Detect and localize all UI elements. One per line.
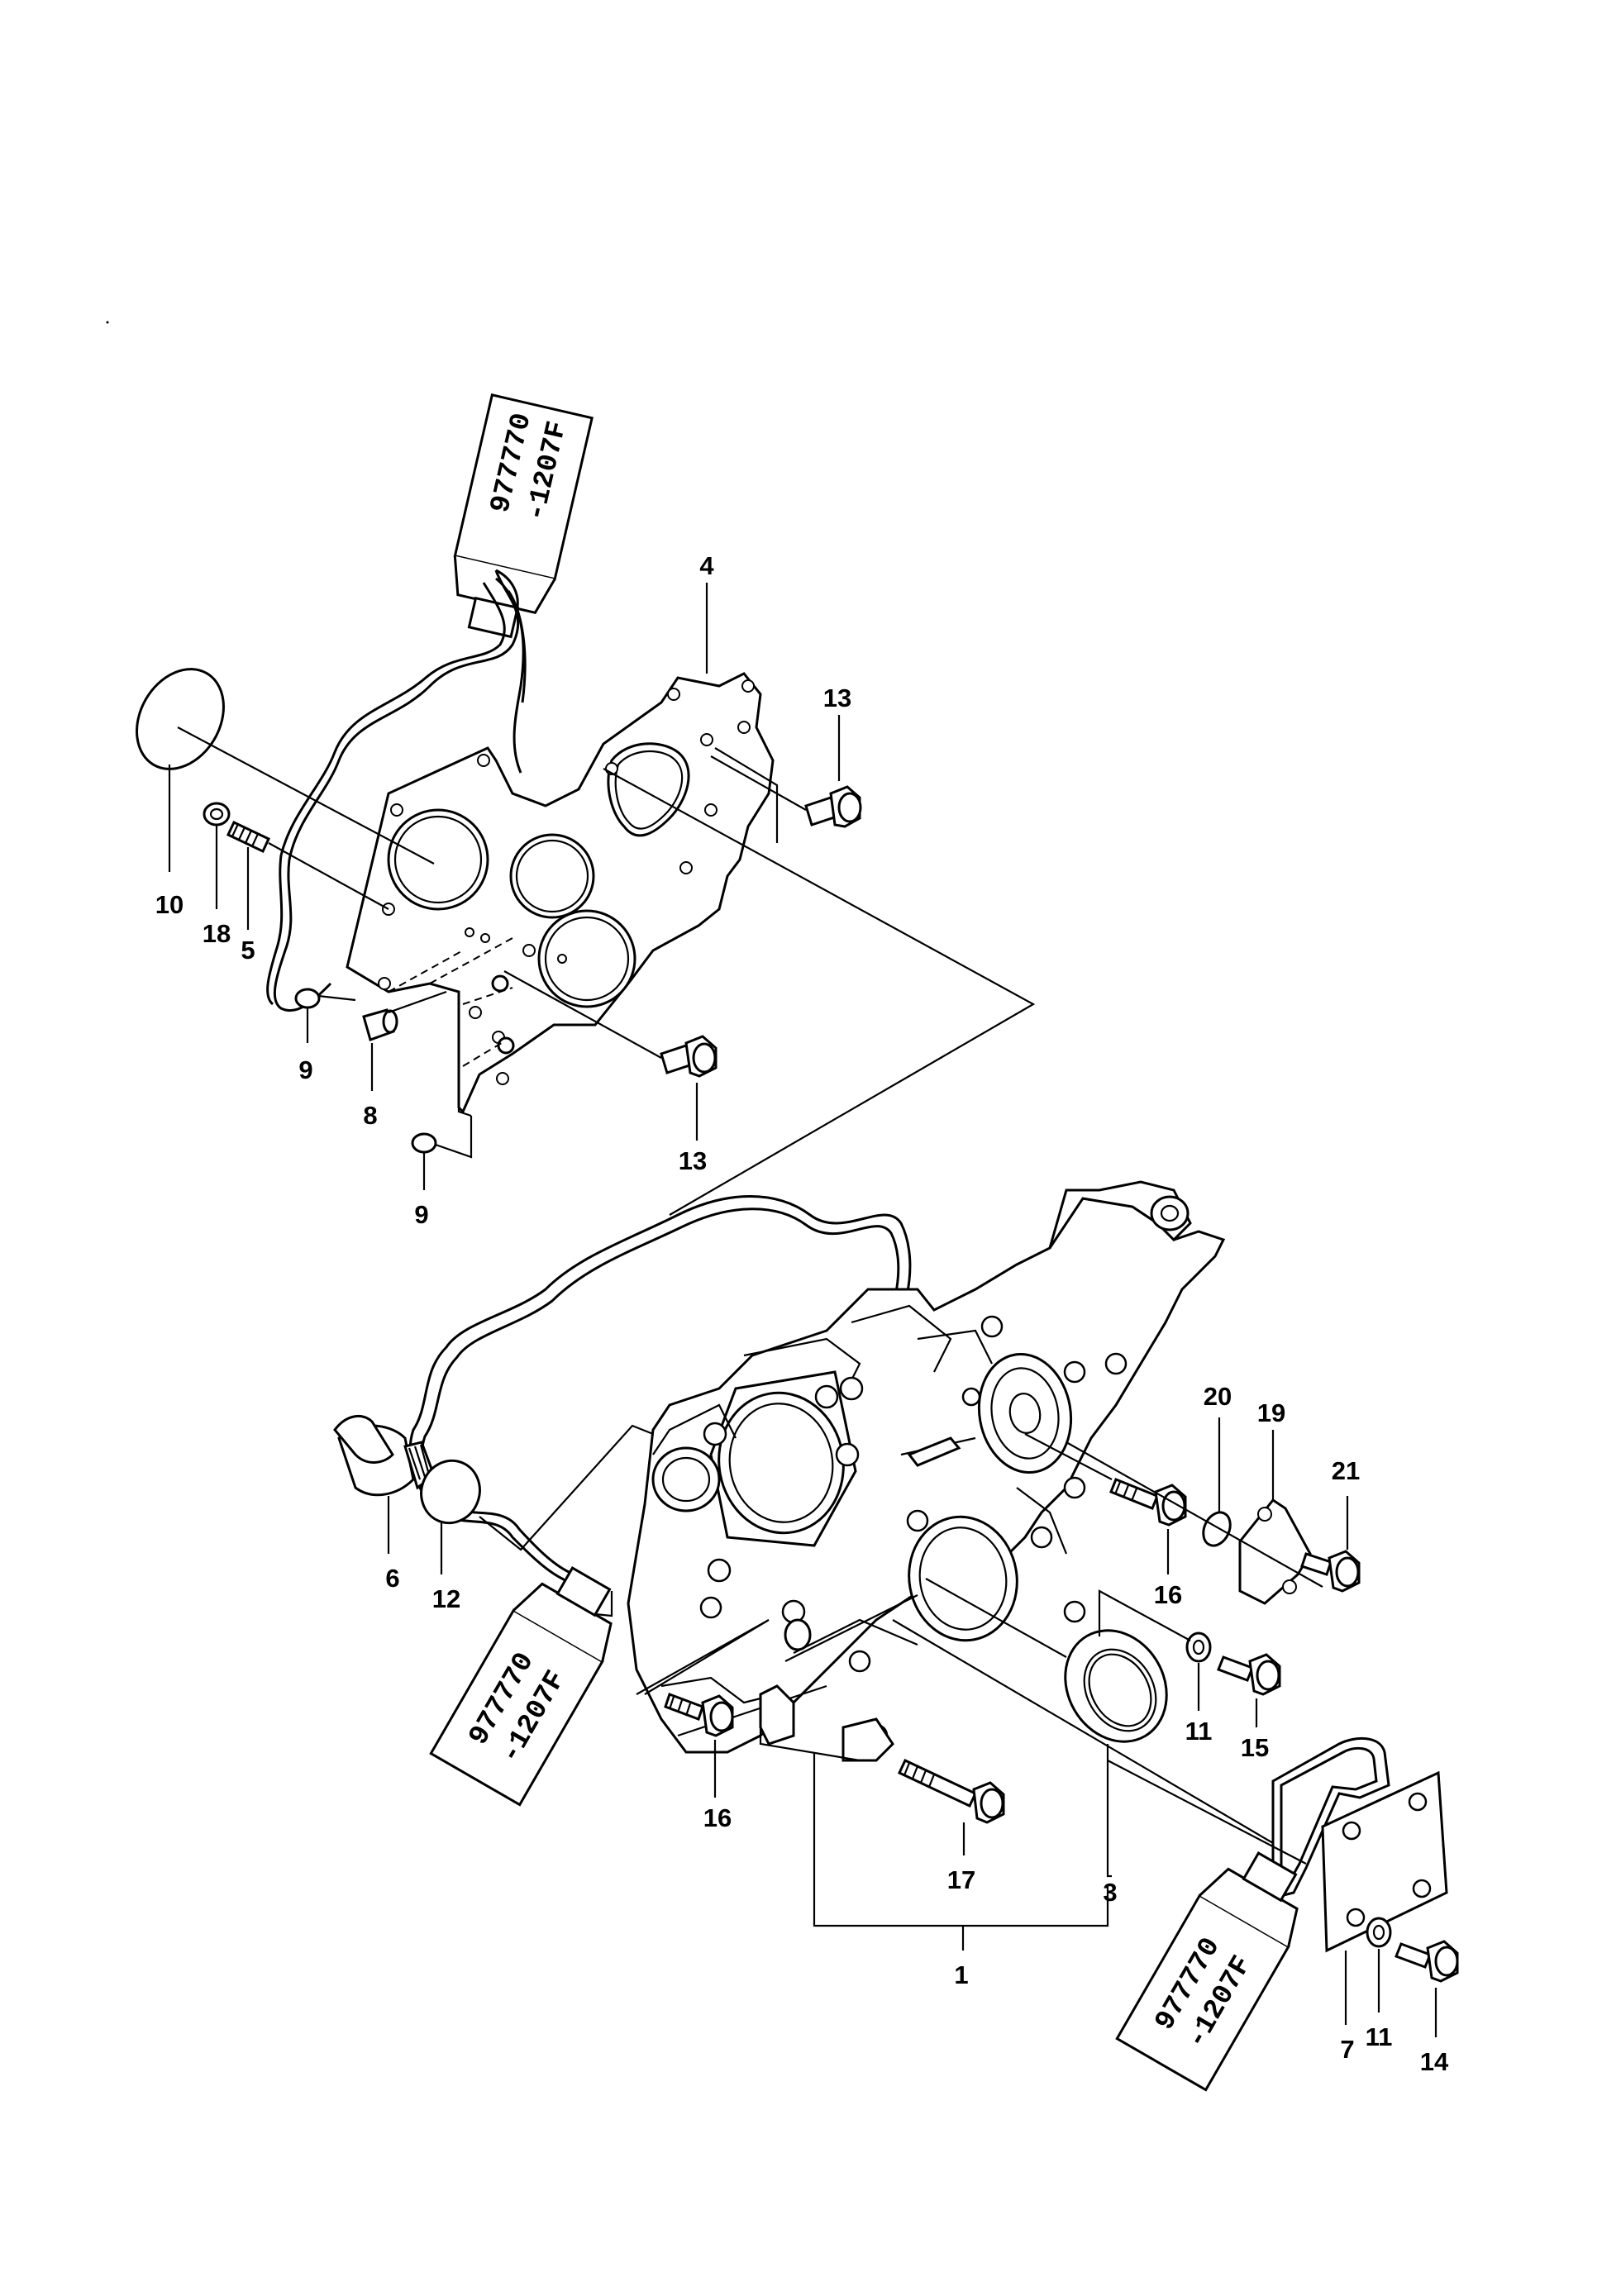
callout-8: 8	[363, 1101, 377, 1130]
callout-7: 7	[1340, 2035, 1354, 2064]
sealant-tube-top: 977770 -1207F	[453, 393, 594, 639]
callout-3: 3	[1103, 1878, 1117, 1907]
callout-17: 17	[947, 1865, 975, 1894]
callout-12: 12	[432, 1584, 460, 1613]
callout-9-upper: 9	[298, 1055, 312, 1084]
o-ring-9a	[294, 988, 321, 1009]
callout-5: 5	[241, 936, 255, 965]
dowel-pin-8	[362, 990, 447, 1091]
small-gasket	[1271, 1736, 1390, 1898]
o-ring-9b	[411, 1132, 437, 1154]
callout-9-lower: 9	[414, 1200, 428, 1229]
access-cover	[1321, 1770, 1448, 2025]
bolt-14	[1395, 1940, 1459, 2037]
callout-19: 19	[1257, 1398, 1285, 1427]
bolt-16-left	[636, 1619, 770, 1798]
callout-14: 14	[1420, 2047, 1449, 2076]
callout-16-left: 16	[703, 1803, 732, 1832]
callout-11-upper: 11	[1185, 1717, 1213, 1746]
bolt-13-lower	[503, 970, 718, 1141]
bolt-13-upper	[710, 715, 862, 828]
callout-20: 20	[1204, 1382, 1232, 1411]
callout-15: 15	[1241, 1733, 1269, 1762]
callout-16-right: 16	[1154, 1580, 1182, 1609]
o-ring-10	[136, 668, 225, 770]
stud-5	[226, 820, 389, 930]
sealant-tube-left: 977770 -1207F	[429, 1566, 613, 1807]
o-ring-20	[1202, 1511, 1232, 1547]
sealant-tube-right: 977770 -1207F	[1115, 1851, 1299, 2092]
callout-11-lower: 11	[1366, 2022, 1393, 2051]
callout-4: 4	[699, 551, 714, 580]
callout-13-upper: 13	[823, 684, 851, 712]
o-ring-12	[420, 1459, 481, 1525]
nut-18	[203, 802, 231, 909]
oil-filler-cap-6	[333, 1414, 436, 1554]
bolt-21	[1300, 1496, 1361, 1593]
bolt-15	[1217, 1653, 1281, 1727]
callout-10: 10	[155, 890, 184, 919]
callout-13-lower: 13	[679, 1146, 707, 1175]
cover-plate-19	[1238, 1430, 1312, 1605]
callout-21: 21	[1332, 1456, 1360, 1485]
callout-6: 6	[385, 1564, 399, 1593]
washer-11-lower	[1366, 1917, 1392, 2013]
bolt-16-right	[1024, 1433, 1187, 1574]
bolt-17	[898, 1759, 1005, 1855]
callout-1: 1	[954, 1960, 968, 1989]
assembly-leader	[603, 768, 1036, 1216]
callout-18: 18	[203, 919, 231, 948]
front-case-housing	[627, 1180, 1226, 1762]
washer-11-upper	[1098, 1589, 1212, 1711]
callout-1-bracket	[813, 1752, 1109, 1951]
timing-cover-plate	[346, 672, 775, 1117]
oil-seal-3	[925, 1578, 1168, 1878]
